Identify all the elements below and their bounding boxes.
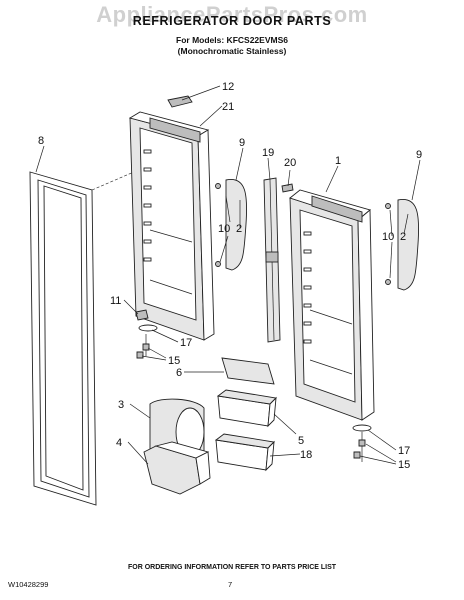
left-door[interactable] [128, 111, 215, 341]
callout-19: 19 [262, 147, 274, 159]
model-line: For Models: KFCS22EVMS6 [176, 35, 288, 45]
door-bin[interactable] [216, 389, 277, 428]
page-number: 7 [228, 580, 233, 589]
left-hinge-washer[interactable] [138, 324, 158, 332]
leader-lines [35, 85, 421, 465]
watermark: AppliancePartsPros.com [96, 2, 368, 27]
callout-18: 18 [300, 449, 312, 461]
callout-17-left: 17 [180, 337, 192, 349]
callout-1: 1 [335, 155, 341, 167]
right-door-handle[interactable] [397, 199, 420, 291]
callout-17-right: 17 [398, 445, 410, 457]
right-handle-screw-top[interactable] [385, 203, 391, 209]
callout-10-left: 10 [218, 223, 230, 235]
callout-labels: 12 21 8 9 19 20 1 9 10 2 10 2 11 17 15 6… [38, 81, 422, 471]
callout-20: 20 [284, 157, 296, 169]
callout-15-right: 15 [398, 459, 410, 471]
dairy-door[interactable] [221, 357, 275, 385]
callout-2-left: 2 [236, 223, 242, 235]
door-gasket[interactable] [29, 171, 97, 506]
ordering-info: FOR ORDERING INFORMATION REFER TO PARTS … [127, 564, 337, 571]
callout-6: 6 [176, 367, 182, 379]
right-hinge-screw-1[interactable] [358, 439, 366, 447]
callout-5: 5 [298, 435, 304, 447]
callout-11: 11 [110, 295, 121, 307]
door-bin-small[interactable] [214, 433, 275, 472]
center-flip-mullion[interactable] [263, 177, 281, 343]
left-door-hinge-pin[interactable] [135, 309, 149, 321]
left-door-handle[interactable] [225, 179, 248, 271]
mullion-screw[interactable] [281, 183, 294, 193]
right-door-bin-rails [303, 231, 312, 344]
left-handle-screw-top[interactable] [215, 183, 221, 189]
left-hinge-screw-2[interactable] [136, 351, 144, 359]
left-hinge-screw-1[interactable] [142, 343, 150, 351]
callout-10-right: 10 [382, 231, 394, 243]
callout-3: 3 [118, 399, 124, 411]
callout-4: 4 [116, 437, 122, 449]
left-handle-screw-bottom[interactable] [215, 261, 221, 267]
callout-9-left: 9 [239, 137, 245, 149]
callout-9-right: 9 [416, 149, 422, 161]
right-door[interactable] [289, 189, 375, 421]
callout-2-right: 2 [400, 231, 406, 243]
right-hinge-screw-2[interactable] [353, 451, 361, 459]
callout-12: 12 [222, 81, 234, 93]
finish-line: (Monochromatic Stainless) [177, 46, 287, 56]
right-hinge-washer[interactable] [352, 424, 372, 432]
callout-8: 8 [38, 135, 44, 147]
ice-bin[interactable] [143, 441, 211, 495]
callout-15-left: 15 [168, 355, 180, 367]
document-number: W10428299 [8, 580, 49, 589]
page-title: REFRIGERATOR DOOR PARTS [132, 14, 332, 28]
left-door-bin-rails [143, 149, 152, 262]
callout-21: 21 [222, 101, 234, 113]
right-handle-screw-bottom[interactable] [385, 279, 391, 285]
